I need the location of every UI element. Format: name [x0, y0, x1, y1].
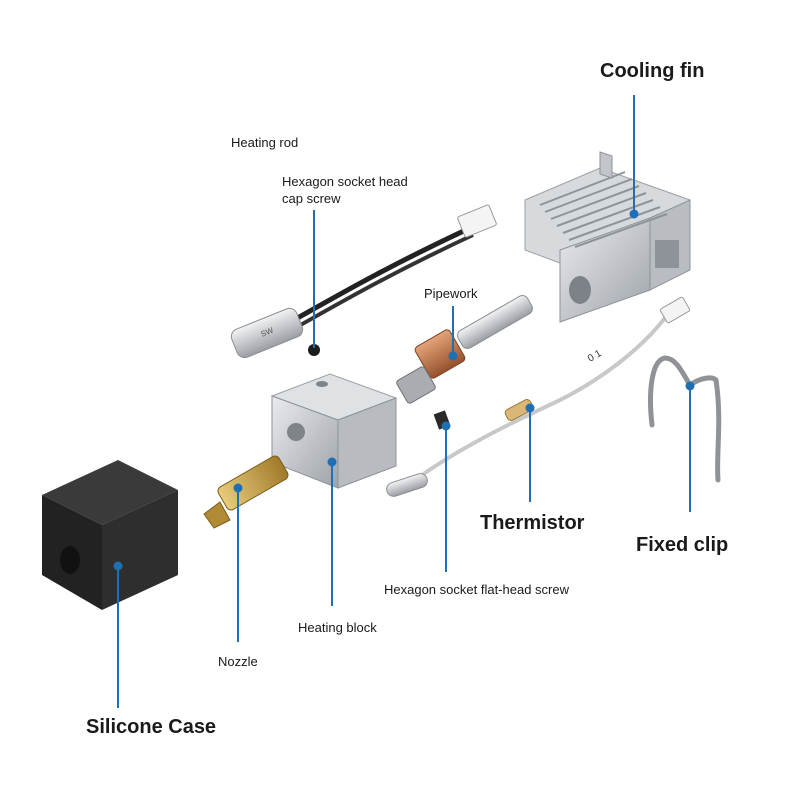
label-hex-cap-screw: Hexagon socket head cap screw — [282, 173, 408, 207]
label-silicone-case: Silicone Case — [86, 716, 217, 738]
label-fixed-clip: Fixed clip — [636, 534, 729, 556]
hex-cap-screw-part — [308, 344, 320, 356]
heating-block-part — [270, 373, 398, 489]
label-heating-block: Heating block — [298, 620, 377, 635]
silicone-case-part — [42, 460, 178, 610]
cooling-fin-part — [524, 151, 691, 323]
thermistor-part: 0 1 — [386, 296, 691, 497]
label-hex-flat-screw: Hexagon socket flat-head screw — [384, 582, 569, 597]
heating-rod-part: SW — [230, 204, 497, 359]
label-thermistor: Thermistor — [480, 512, 585, 534]
label-cooling-fin: Cooling fin — [600, 60, 705, 82]
leader-lines — [113, 95, 695, 708]
label-hex-cap-screw-line1: Hexagon socket head — [282, 174, 408, 189]
fixed-clip-part — [648, 355, 722, 483]
label-hex-cap-screw-line2: cap screw — [282, 191, 341, 206]
pipework-part — [396, 295, 533, 404]
label-pipework: Pipework — [424, 286, 478, 301]
nozzle-part — [203, 455, 289, 529]
label-heating-rod: Heating rod — [231, 135, 299, 150]
thermistor-marking: 0 1 — [586, 348, 604, 365]
label-nozzle: Nozzle — [218, 654, 258, 669]
